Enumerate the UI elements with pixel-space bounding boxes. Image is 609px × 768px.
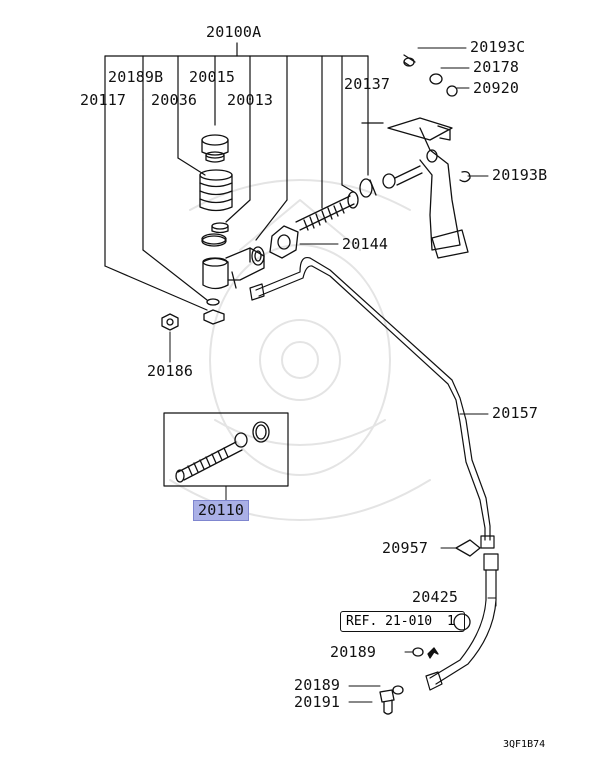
reference-box: REF. 21-010 1 <box>340 611 465 632</box>
label-20137: 20137 <box>344 75 391 93</box>
label-20189: 20189 <box>330 643 377 661</box>
clutch-pipe <box>249 256 495 549</box>
label-20013: 20013 <box>227 91 274 109</box>
label-20157: 20157 <box>492 404 539 422</box>
label-20193B: 20193B <box>492 166 548 184</box>
label-20186: 20186 <box>147 362 194 380</box>
label-20189-lower: 20189 <box>294 676 341 694</box>
label-20193C: 20193C <box>470 38 526 56</box>
cylinder-washers <box>203 298 225 325</box>
label-20015: 20015 <box>189 68 236 86</box>
push-rod-kit <box>295 165 423 231</box>
reservoir-cap <box>201 134 229 163</box>
label-20191: 20191 <box>294 693 341 711</box>
label-20036: 20036 <box>151 91 198 109</box>
reference-circled-number: 1 <box>447 614 455 629</box>
repair-kit-box <box>163 412 289 487</box>
lock-nut <box>161 313 179 331</box>
label-20957: 20957 <box>382 539 429 557</box>
master-cylinder-body <box>202 246 265 290</box>
reference-text: REF. 21-010 <box>346 614 433 629</box>
pin-washer <box>429 73 443 85</box>
label-20425: 20425 <box>412 588 459 606</box>
watermark-emblem <box>169 179 431 521</box>
label-20189B: 20189B <box>108 68 164 86</box>
spring-clip <box>459 170 471 183</box>
assembly-bracket <box>104 42 369 311</box>
leader-lines <box>169 47 497 703</box>
direction-arrow <box>427 647 439 659</box>
reservoir-seal <box>211 222 229 234</box>
reservoir-body <box>199 169 233 212</box>
label-20920: 20920 <box>473 79 520 97</box>
pedal-pin <box>403 54 416 67</box>
drawing-code: 3QF1B74 <box>503 739 546 750</box>
hose-clip <box>201 233 227 247</box>
clutch-pedal <box>361 117 469 259</box>
union-bolt <box>379 689 395 715</box>
label-20117: 20117 <box>80 91 127 109</box>
label-20178: 20178 <box>473 58 520 76</box>
label-20100A: 20100A <box>206 23 262 41</box>
clutch-hose <box>425 553 499 691</box>
label-20110-highlighted[interactable]: 20110 <box>193 500 250 521</box>
label-20144: 20144 <box>342 235 389 253</box>
flange-gasket <box>269 225 299 259</box>
pin-clip <box>446 85 458 97</box>
pipe-bracket <box>455 539 481 557</box>
copper-washer <box>392 647 424 695</box>
